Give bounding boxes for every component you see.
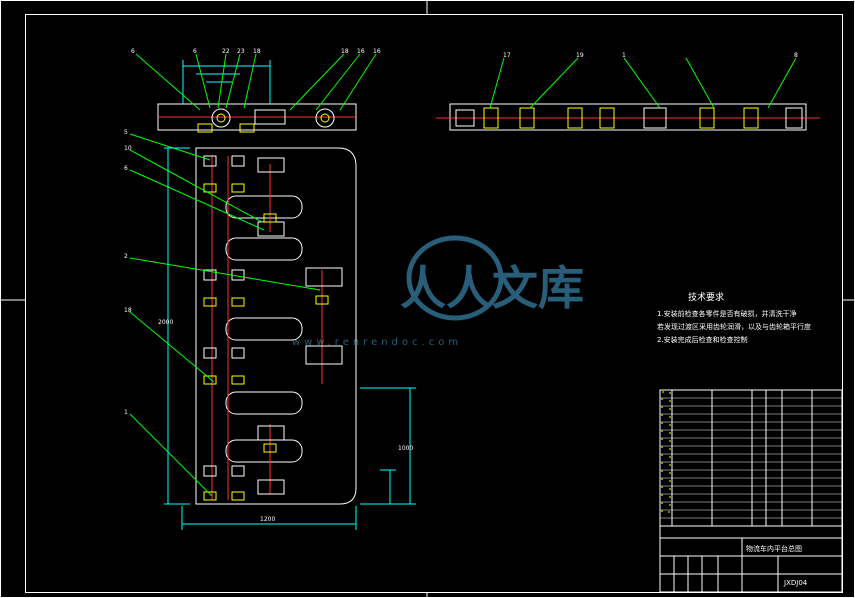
callout-label: 22 (222, 48, 230, 55)
tech-requirements-line: 若发现过渡区采用齿轮润滑，以及与齿轮箱平行度 (657, 322, 811, 331)
callout-label: 1 (622, 52, 626, 59)
side-view-right (436, 103, 820, 131)
callout-label: 6 (131, 48, 135, 55)
side-view-callouts (489, 57, 797, 109)
plan-dimensions (164, 147, 416, 530)
watermark-url: www.renrendoc.com (292, 337, 462, 348)
callout-label: 16 (373, 48, 381, 55)
dimension-labels: 1200 2000 1000 (158, 319, 413, 523)
callout-label: 18 (124, 307, 132, 314)
callout-label: 6 (193, 48, 197, 55)
side-view-labels: 17 19 1 8 (503, 52, 798, 59)
title-block-text: 物流车内平台总图 JXDJ04 (746, 544, 808, 587)
callout-label: 23 (237, 48, 245, 55)
tech-requirements-title: 技术要求 (688, 291, 724, 303)
callout-label: 16 (357, 48, 365, 55)
top-view-left-callouts (135, 53, 377, 111)
drawing-number: JXDJ04 (783, 579, 808, 587)
callout-label: 2 (124, 253, 128, 260)
title-block (659, 525, 843, 593)
plan-view (195, 147, 357, 505)
tech-requirements-line: 1.安装前检查各零件是否有破损，并清洗干净 (657, 309, 797, 318)
tech-requirements-line: 2.安装完成后检查和检查控制 (657, 335, 748, 344)
tech-requirements: 技术要求 1.安装前检查各零件是否有破损，并清洗干净 若发现过渡区采用齿轮润滑，… (657, 291, 811, 344)
callout-label: 6 (124, 165, 128, 172)
dimension-side-label: 1000 (398, 445, 413, 452)
callout-label: 10 (124, 145, 132, 152)
callout-label: 5 (124, 129, 128, 136)
callout-label: 8 (794, 52, 798, 59)
callout-label: 1 (124, 409, 128, 416)
callout-label: 19 (576, 52, 584, 59)
top-view-left (157, 60, 357, 133)
plan-view-callouts (129, 133, 321, 497)
dimension-height-label: 2000 (158, 319, 173, 326)
callout-label: 17 (503, 52, 511, 59)
parts-list-rows (660, 397, 842, 519)
callout-label: 18 (341, 48, 349, 55)
watermark-logo-text: 人人文库 (400, 261, 584, 315)
plan-view-labels: 5 10 6 2 18 1 (124, 129, 132, 416)
top-view-left-labels: 6 6 22 23 18 18 16 16 (131, 48, 381, 55)
watermark: 人人文库 www.renrendoc.com (292, 235, 584, 348)
callout-label: 18 (253, 48, 261, 55)
dimension-width-label: 1200 (260, 516, 275, 523)
drawing-title: 物流车内平台总图 (746, 544, 802, 553)
parts-list (659, 389, 843, 527)
